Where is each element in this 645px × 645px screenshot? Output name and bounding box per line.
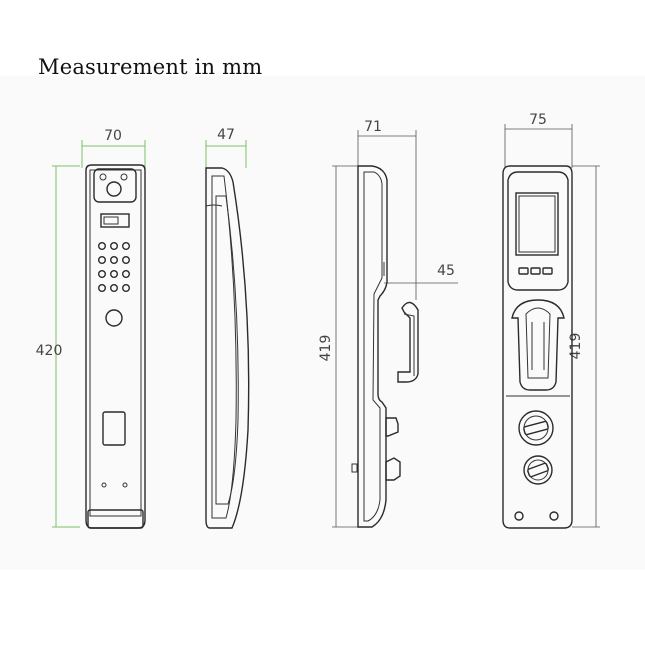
front-body-outline xyxy=(85,164,146,529)
profile-depth-label: 47 xyxy=(217,127,235,143)
thumb-turn-lower xyxy=(385,457,401,481)
side-body-outline xyxy=(357,165,388,528)
handle-depth-label: 45 xyxy=(437,263,455,279)
back-button-3 xyxy=(542,267,553,275)
fingerprint-sensor-icon xyxy=(105,309,123,327)
thumb-turn-upper xyxy=(385,417,399,437)
lower-handle-recess xyxy=(102,411,126,446)
back-screen-housing xyxy=(507,171,569,291)
display-window xyxy=(100,213,130,228)
back-body-outline xyxy=(502,165,573,529)
profile-view: 47 xyxy=(205,127,250,529)
upper-thumb-knob xyxy=(518,410,554,446)
side-view: 71 45 419 xyxy=(318,119,458,528)
camera-window xyxy=(93,168,137,203)
back-screen xyxy=(515,192,559,256)
side-depth-label: 71 xyxy=(364,119,382,135)
screw-right-icon xyxy=(549,511,559,521)
keypad xyxy=(97,241,130,293)
front-view: 70 420 xyxy=(36,128,146,529)
front-bottom-cap xyxy=(87,509,144,529)
screw-left-icon xyxy=(514,511,524,521)
back-width-label: 75 xyxy=(529,112,547,128)
front-width-label: 70 xyxy=(104,128,122,144)
lower-thumb-knob xyxy=(523,455,553,485)
back-view: 75 419 xyxy=(502,112,600,529)
back-button-2 xyxy=(530,267,541,275)
front-height-label: 420 xyxy=(36,343,63,359)
side-handle xyxy=(397,301,419,383)
profile-outline xyxy=(205,167,250,529)
side-height-label: 419 xyxy=(318,335,334,362)
back-button-1 xyxy=(518,267,529,275)
camera-lens-icon xyxy=(106,181,122,197)
back-height-label: 419 xyxy=(568,333,584,360)
back-handle xyxy=(511,299,565,391)
page-title: Measurement in mm xyxy=(38,55,263,79)
